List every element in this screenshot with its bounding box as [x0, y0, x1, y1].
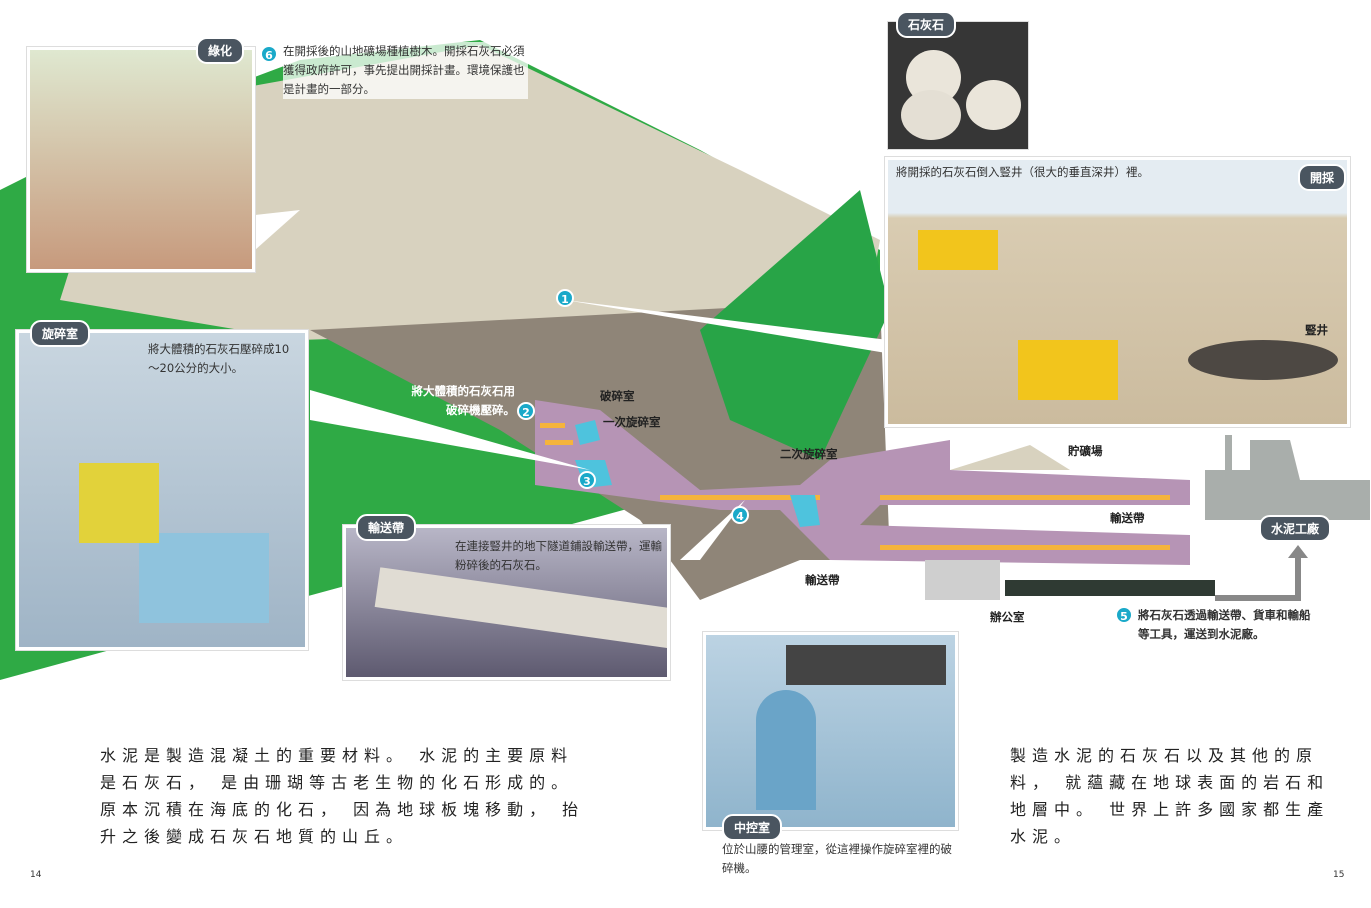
control-room-panel	[703, 632, 958, 830]
secondary-crusher-label: 二次旋碎室	[780, 447, 838, 461]
mining-panel	[885, 157, 1350, 427]
step-2-caption: 將大體積的石灰石用破碎機壓碎。	[411, 384, 516, 417]
step-3-badge: 3	[578, 471, 596, 489]
freight-train	[1005, 580, 1215, 596]
step-6-badge: 6	[260, 45, 278, 63]
stockpile-label: 貯礦場	[1068, 444, 1103, 458]
conveyor-tag: 輸送帶	[356, 514, 417, 541]
primary-crusher-label: 一次旋碎室	[603, 415, 661, 429]
crusher-room-panel	[16, 330, 308, 650]
conveyor-label-2: 輸送帶	[1110, 511, 1145, 525]
intro-text-left: 水泥是製造混凝土的重要材料。 水泥的主要原料是石灰石， 是由珊瑚等古老生物的化石…	[100, 746, 585, 846]
crusher-room-tag: 旋碎室	[30, 320, 91, 347]
office-label: 辦公室	[990, 610, 1025, 624]
conveyor-label: 輸送帶	[805, 573, 840, 587]
cement-factory-tag: 水泥工廠	[1259, 515, 1332, 542]
stockpile	[950, 445, 1070, 470]
crusher-room-caption: 將大體積的石灰石壓碎成10～20公分的大小。	[148, 342, 290, 375]
limestone-panel	[888, 22, 1028, 149]
intro-text-right: 製造水泥的石灰石以及其他的原料， 就蘊藏在地球表面的岩石和地層中。 世界上許多國…	[1010, 746, 1330, 846]
terraced-quarry	[60, 45, 880, 350]
office-building	[925, 560, 1000, 600]
conveyor-panel	[343, 525, 670, 680]
conveyor-belt-mark	[660, 495, 820, 500]
mining-tag: 開採	[1298, 164, 1347, 191]
step-5-caption: 將石灰石透過輸送帶、貨車和輸船等工具，運送到水泥廠。	[1138, 608, 1311, 641]
greening-panel	[27, 47, 255, 272]
forest	[700, 190, 890, 460]
shaft-label: 豎井	[1305, 323, 1328, 337]
step-2-badge: 2	[517, 402, 535, 420]
cement-factory	[1205, 435, 1370, 520]
crusher	[575, 420, 600, 445]
page-number-right: 15	[1333, 870, 1345, 880]
crushing-room-label: 破碎室	[600, 389, 635, 403]
crusher	[790, 495, 820, 527]
greening-tag: 綠化	[196, 37, 245, 64]
step-1-badge: 1	[556, 289, 574, 307]
conveyor-caption: 在連接豎井的地下隧道鋪設輸送帶，運輸粉碎後的石灰石。	[455, 539, 662, 572]
control-room-tag: 中控室	[722, 814, 783, 841]
step-5-badge: 5	[1115, 606, 1133, 624]
mining-caption: 將開採的石灰石倒入豎井（很大的垂直深井）裡。	[896, 165, 1149, 179]
greening-caption: 在開採後的山地礦場種植樹木。開採石灰石必須獲得政府許可，事先提出開採計畫。環境保…	[283, 42, 528, 99]
step-4-badge: 4	[731, 506, 749, 524]
limestone-tag: 石灰石	[896, 11, 957, 38]
control-room-caption: 位於山腰的管理室，從這裡操作旋碎室裡的破碎機。	[722, 842, 952, 875]
tunnel-system	[535, 400, 1190, 565]
page-number-left: 14	[30, 870, 42, 880]
